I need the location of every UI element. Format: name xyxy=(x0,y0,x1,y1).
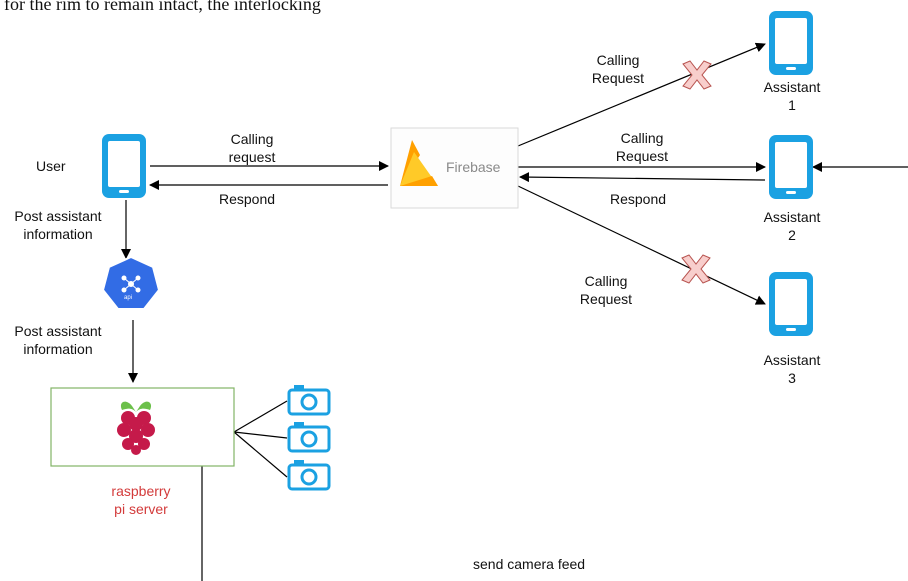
top-cutoff-text: for the rim to remain intact, the interl… xyxy=(4,0,321,14)
user-to-firebase-label: Calling request xyxy=(228,131,276,165)
user-label: User xyxy=(36,158,66,174)
assistant1-label: Assistant 1 xyxy=(763,79,821,113)
firebase-flame-icon xyxy=(400,140,438,186)
camera-feed-label: send camera feed xyxy=(473,556,586,572)
api-to-pi-label: Post assistant information xyxy=(14,323,102,357)
user-to-api-label: Post assistant information xyxy=(14,208,102,242)
assistant2-phone-icon xyxy=(769,135,813,199)
assistant2-label: Assistant 2 xyxy=(763,209,821,243)
assistant3-phone-icon xyxy=(769,272,813,336)
assistant2-to-firebase-label: Respond xyxy=(610,191,667,207)
edge-assistant2-to-firebase xyxy=(519,172,766,183)
camera2-icon xyxy=(287,422,331,453)
edge-pi-to-camera1 xyxy=(233,400,288,433)
edge-pi-to-camera2 xyxy=(233,431,288,439)
cross-icon-assistant1 xyxy=(682,60,712,90)
cross-icon-assistant3 xyxy=(681,254,711,284)
assistant3-label: Assistant 3 xyxy=(763,352,821,386)
user-phone-icon xyxy=(102,134,146,198)
firebase-label: Firebase xyxy=(446,159,501,175)
edge-firebase-to-assistant1 xyxy=(517,42,766,147)
camera3-icon xyxy=(287,460,331,491)
api-icon xyxy=(101,255,161,310)
firebase-to-assistant1-label: Calling Request xyxy=(591,52,645,86)
api-label: api xyxy=(124,295,133,301)
camera1-icon xyxy=(287,385,331,416)
firebase-to-user-label: Respond xyxy=(219,191,276,207)
assistant1-phone-icon xyxy=(769,11,813,75)
raspberry-pi-label: raspberry pi server xyxy=(111,483,171,517)
raspberry-pi-icon xyxy=(117,401,155,455)
edge-firebase-to-assistant3 xyxy=(517,185,766,305)
firebase-to-assistant3-label: Calling Request xyxy=(579,273,633,307)
edge-pi-to-camera3 xyxy=(233,431,288,478)
firebase-to-assistant2-label: Calling Request xyxy=(615,130,669,164)
